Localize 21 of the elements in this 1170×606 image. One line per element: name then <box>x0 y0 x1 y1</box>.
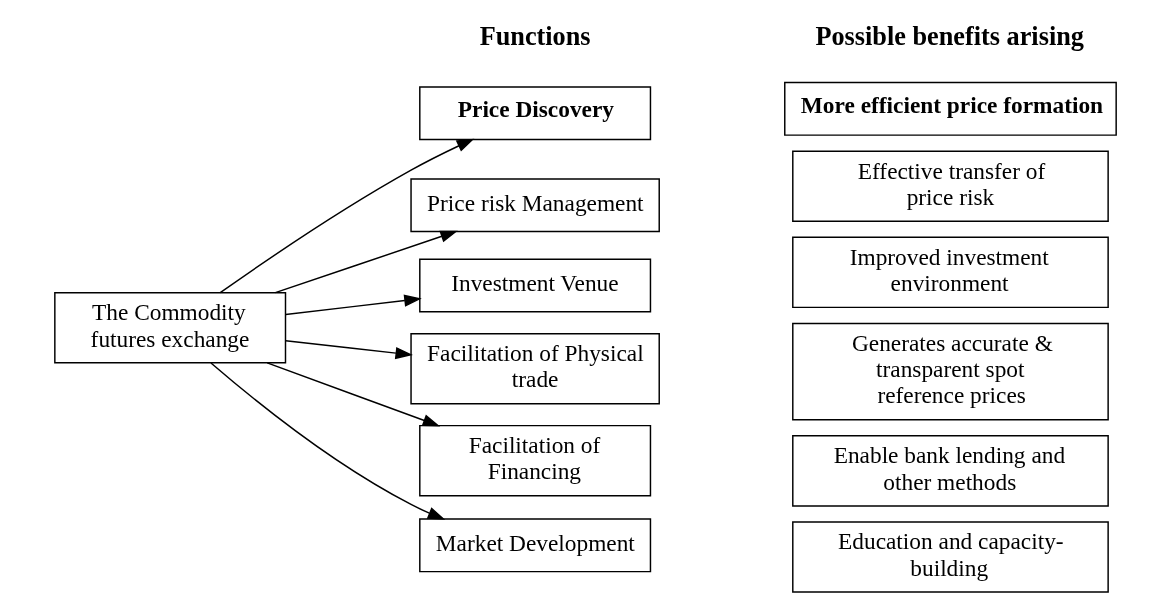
arrow <box>209 362 445 520</box>
arrow <box>284 339 413 360</box>
arrow <box>274 230 458 294</box>
arrow <box>284 294 422 316</box>
node-box: The Commodity futures exchange <box>53 292 286 364</box>
node-box: Investment Venue <box>418 258 651 313</box>
arrow <box>219 138 474 294</box>
arrow <box>266 362 440 427</box>
node-box: Price risk Management <box>409 178 660 233</box>
node-box: Facilitation of Physical trade <box>409 332 660 405</box>
label: Functions <box>479 22 591 52</box>
node-box: Effective transfer of price risk <box>791 150 1109 222</box>
node-box: Price Discovery <box>418 86 651 141</box>
label: Possible benefits arising <box>814 22 1084 52</box>
node-box: Education and capacity-building <box>791 521 1109 593</box>
node-box: Market Development <box>418 518 651 573</box>
node-box: Facilitation of Financing <box>418 424 651 497</box>
node-box: Improved investment environment <box>791 236 1109 309</box>
node-box: More efficient price formation <box>783 81 1117 136</box>
node-box: Enable bank lending and other methods <box>791 435 1109 507</box>
node-box: Generates accurate & transparent spot reference prices <box>791 322 1109 421</box>
